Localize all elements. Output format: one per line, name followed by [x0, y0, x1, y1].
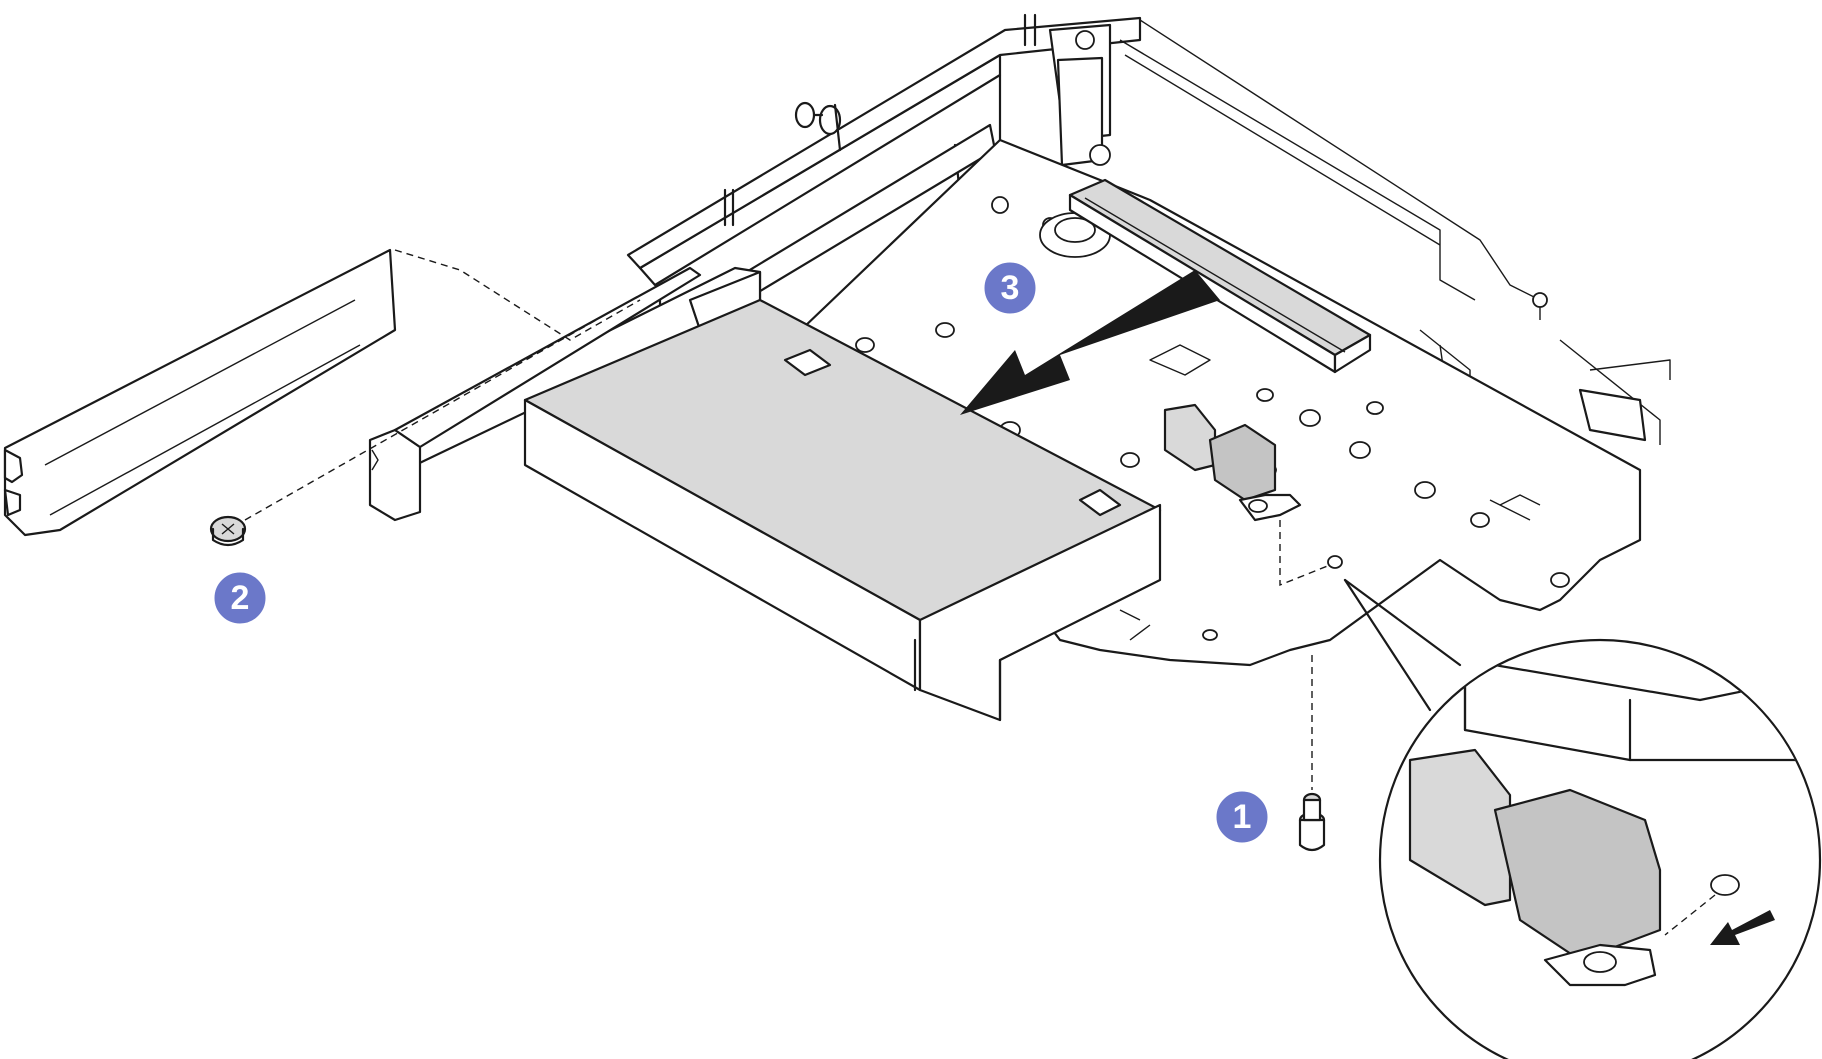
step-badge-2: 2	[211, 569, 269, 627]
plunger-icon	[794, 101, 842, 152]
retention-clip	[1163, 403, 1302, 522]
svg-text:1: 1	[1233, 798, 1252, 836]
riser-cage	[626, 13, 1671, 455]
pcie-adapter	[368, 266, 1162, 722]
adapter-bracket	[368, 428, 422, 522]
step-badge-3: 3	[981, 259, 1039, 317]
screw-icon	[209, 515, 247, 547]
svg-text:2: 2	[231, 579, 250, 617]
filler-bracket	[3, 248, 397, 537]
direction-arrow-icon	[960, 270, 1220, 415]
screw-icon	[1298, 792, 1326, 852]
alignment-lines	[244, 249, 1331, 790]
svg-text:3: 3	[1001, 269, 1020, 307]
zoom-callout-icon	[1343, 578, 1822, 1059]
step-badge-1: 1	[1213, 788, 1271, 846]
